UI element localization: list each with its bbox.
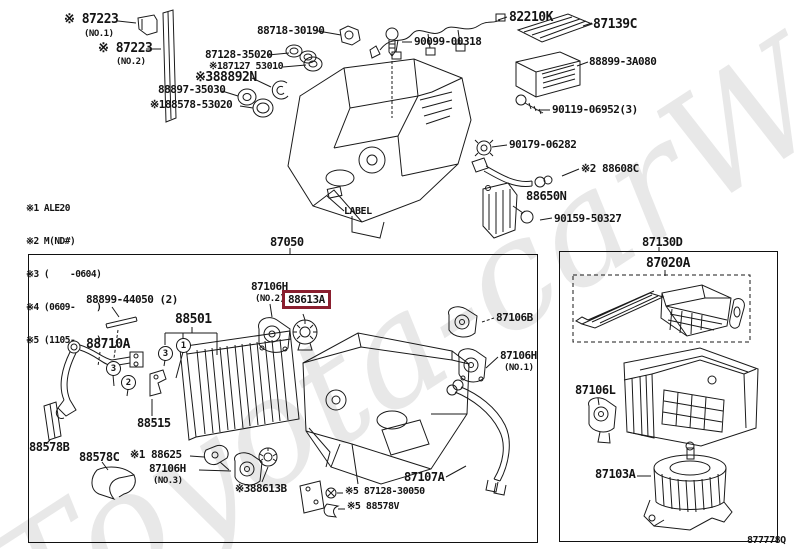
callout-3a: 3 (106, 361, 121, 376)
part-label-87106h-no1[interactable]: 87106H (500, 349, 537, 362)
servo-87106h-no3-drawing (234, 452, 263, 486)
part-label-90099-00318[interactable]: 90099-00318 (414, 35, 482, 48)
clamp-88578c-drawing (91, 466, 136, 501)
part-label-88892n[interactable]: ※388892N (195, 70, 257, 85)
part-label-88608c[interactable]: ※2 88608C (581, 162, 639, 175)
blower-motor-87103a-drawing (643, 441, 733, 531)
part-label-88613b[interactable]: ※388613B (235, 482, 287, 495)
part-label-87106l[interactable]: 87106L (575, 383, 616, 397)
part-label-88650n[interactable]: 88650N (526, 189, 567, 203)
legend-item: ※5 (1105- ) (26, 335, 102, 346)
dashed-subbox (572, 274, 751, 343)
filter-87139c-drawing (516, 13, 594, 43)
blower-unit-box (559, 251, 778, 542)
part-label-88710a[interactable]: 88710A (86, 337, 130, 352)
amplifier-88899-drawing (515, 51, 581, 98)
lever-88625-drawing (203, 444, 230, 471)
part-label-87106h-no2-suffix: (NO.2) (255, 294, 285, 304)
part-label-87106h-no1-suffix: (NO.1) (504, 363, 534, 373)
callout-2: 2 (121, 375, 136, 390)
heater-assembly-drawing (287, 58, 472, 239)
leader-lines (45, 16, 666, 510)
dashed-leader-lines (97, 56, 495, 367)
part-label-88578v[interactable]: ※5 88578V (347, 501, 400, 512)
nut-90179-drawing (474, 139, 494, 157)
part-label-87128-30050[interactable]: ※5 87128-30050 (345, 486, 425, 497)
part-label-87103a[interactable]: 87103A (595, 467, 636, 481)
part-label-88897-35030[interactable]: 88897-35030 (158, 83, 226, 96)
part-label-82210k[interactable]: 82210K (509, 10, 553, 25)
motor-88613b-drawing (258, 447, 278, 467)
part-label-87223-no2[interactable]: ※ 87223 (98, 41, 153, 56)
part-label-88578-53020[interactable]: ※188578-53020 (150, 98, 233, 111)
grommet-87128-drawing (285, 44, 317, 64)
pipes-87107a-drawing (446, 379, 510, 496)
section-title-87130d[interactable]: 87130D (642, 235, 683, 249)
part-label-88899-44050[interactable]: 88899-44050 (2) (86, 293, 178, 306)
screw-90159-drawing (512, 205, 534, 224)
seal-87127-drawing (303, 56, 323, 72)
part-label-87223-no1[interactable]: ※ 87223 (64, 12, 119, 27)
callout-3b: 3 (158, 346, 173, 361)
legend-item: ※3 ( -0604) (26, 269, 102, 280)
clamp-88515-drawing (149, 369, 167, 397)
rod-88899-44050-drawing (105, 316, 138, 329)
legend-item: ※2 M(ND#) (26, 236, 76, 247)
legend-item: ※4 (0609- ) (26, 302, 102, 313)
servo-87106b-drawing (448, 306, 478, 338)
strip-88578b-drawing (43, 401, 62, 441)
grommet-88897-drawing (237, 88, 257, 106)
section-title-87050[interactable]: 87050 (270, 235, 304, 249)
part-label-88578c[interactable]: 88578C (79, 450, 120, 464)
part-label-88899-3a080[interactable]: 88899-3A080 (589, 55, 657, 68)
bracket-88650n-drawing (482, 182, 518, 239)
part-label-87106h-no2[interactable]: 87106H (251, 280, 288, 293)
part-label-88515[interactable]: 88515 (137, 416, 171, 430)
ring-88578-53020-drawing (252, 98, 274, 118)
part-label-88578b[interactable]: 88578B (29, 440, 70, 454)
label-tag-text: LABEL (344, 206, 372, 217)
heater-unit-box (28, 254, 538, 543)
servo-87106h-no2-drawing (258, 317, 291, 353)
blower-housing-drawing (623, 347, 759, 447)
element-87020a-drawing (660, 284, 732, 337)
part-label-90119-06952[interactable]: 90119-06952(3) (552, 103, 638, 116)
clip-88578v-drawing (323, 503, 340, 518)
highlighted-part-label-88613a[interactable]: 88613A (282, 290, 331, 309)
motor-88613a-drawing (292, 319, 318, 351)
callout-1: 1 (176, 338, 191, 353)
tube-88608c-drawing (471, 157, 553, 188)
screw-90099-drawing (385, 27, 399, 57)
part-label-87139c[interactable]: 87139C (593, 17, 637, 32)
part-label-87020a[interactable]: 87020A (646, 256, 690, 271)
part-label-90159-50327[interactable]: 90159-50327 (554, 212, 622, 225)
bracket-87223-no1-drawing (137, 14, 158, 36)
bracket-87020a-drawing (729, 298, 745, 329)
screw-87128-30050-drawing (325, 487, 337, 499)
part-label-87106h-no3-suffix: (NO.3) (153, 476, 183, 486)
part-label-87106b[interactable]: 87106B (496, 311, 533, 324)
part-label-90179-06282[interactable]: 90179-06282 (509, 138, 577, 151)
part-label-88718-30190[interactable]: 88718-30190 (257, 24, 325, 37)
bolt-90119-drawing (515, 94, 544, 115)
legend: ※1 ALE20 ※2 M(ND#) ※3 ( -0604) ※4 (0609-… (26, 181, 102, 368)
servo-87106h-no1-drawing (458, 348, 487, 383)
legend-item: ※1 ALE20 (26, 203, 71, 214)
part-label-87223-no1-suffix: (NO.1) (84, 29, 114, 39)
part-label-87128-35020[interactable]: 87128-35020 (205, 48, 273, 61)
servo-87106l-drawing (588, 397, 617, 444)
figure-code: 877778Q (747, 535, 786, 546)
part-label-87223-no2-suffix: (NO.2) (116, 57, 146, 67)
harness-82210k-drawing (369, 13, 506, 60)
part-label-87106h-no3[interactable]: 87106H (149, 462, 186, 475)
part-label-88501[interactable]: 88501 (175, 312, 212, 327)
clamp-88718-drawing (339, 25, 361, 46)
ring-88892n-drawing (271, 80, 289, 100)
strip-87223-no2-drawing (162, 9, 177, 123)
part-label-87107a[interactable]: 87107A (404, 470, 445, 484)
part-label-87127-53010[interactable]: ※187127 53010 (209, 61, 284, 72)
part-label-88625[interactable]: ※1 88625 (130, 448, 182, 461)
heater-unit-drawing (302, 332, 470, 485)
